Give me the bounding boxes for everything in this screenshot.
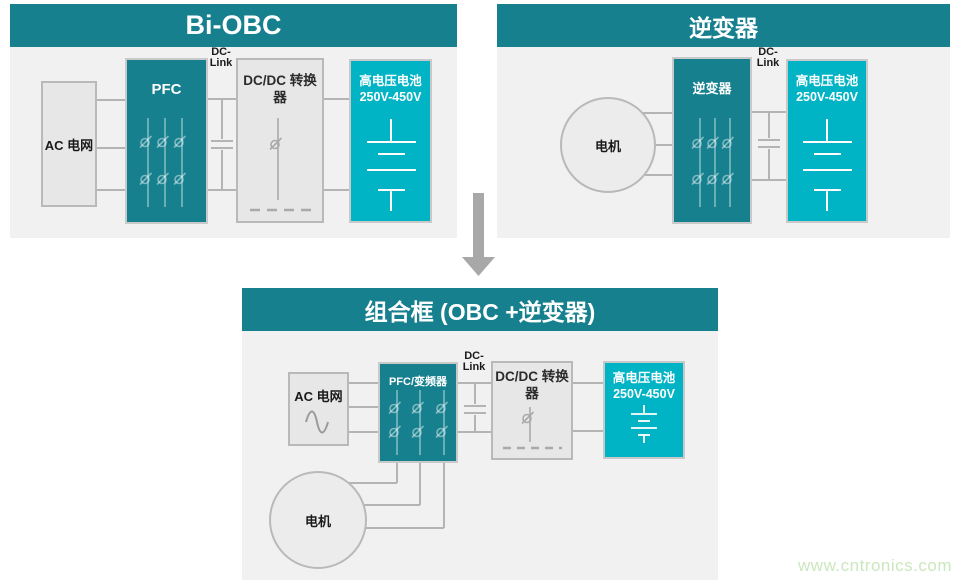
pfc-transistors-icon xyxy=(139,118,187,207)
battery-label: 高电压电池 250V-450V xyxy=(795,74,859,104)
motor-circle xyxy=(560,97,656,193)
inverter-transistors-icon xyxy=(691,118,735,207)
panel-inverter-body: 电机 逆变器 DC- Link 高电压电池 250V-450V xyxy=(497,47,950,238)
dcdc-switch-icon xyxy=(250,118,318,212)
ac-sine-icon xyxy=(305,410,329,434)
motor-label: 电机 xyxy=(304,513,331,529)
panel-bi-obc: Bi-OBC xyxy=(10,4,457,238)
panel-inverter-header: 逆变器 xyxy=(497,4,950,47)
panel-bi-obc-title: Bi-OBC xyxy=(185,10,282,40)
panel-bi-obc-body: AC 电网 PFC DC- Link DC/DC 转换 器 高电压电池 250V… xyxy=(10,47,457,238)
bi-obc-circuit-diagram xyxy=(41,58,432,224)
battery-cells-icon xyxy=(803,119,852,211)
battery-label: 高电压电池 250V-450V xyxy=(359,74,422,104)
combo-circuit-diagram xyxy=(269,361,685,569)
dc-link-capacitor-icon xyxy=(758,112,780,180)
inverter-circuit-diagram xyxy=(560,57,868,224)
dc-link-label: DC- Link xyxy=(462,350,486,373)
down-arrow-icon xyxy=(462,193,495,276)
dc-link-capacitor-icon xyxy=(211,99,233,190)
dc-link-capacitor-icon xyxy=(464,383,486,432)
panel-inverter-title: 逆变器 xyxy=(689,14,758,41)
motor-label: 电机 xyxy=(594,138,621,154)
pfc-label: PFC xyxy=(151,81,182,98)
panel-combo-body: AC 电网 PFC/变频器 DC- Link DC/DC 转换 器 高电压电池 … xyxy=(242,331,718,580)
dcdc-converter-label: DC/DC 转换 器 xyxy=(243,73,317,105)
merge-arrow xyxy=(458,190,500,285)
dcdc-converter-block xyxy=(491,361,573,460)
inverter-block xyxy=(672,57,752,224)
ac-grid-box xyxy=(41,81,97,207)
dcdc-switch-icon xyxy=(503,407,562,450)
motor-circle xyxy=(269,471,367,569)
panel-bi-obc-header: Bi-OBC xyxy=(10,4,457,47)
battery-cells-icon xyxy=(367,119,416,211)
bi-obc-wires xyxy=(96,98,350,191)
ac-grid-label: AC 电网 xyxy=(294,389,343,404)
watermark: www.cntronics.com xyxy=(798,556,952,575)
dc-link-label: DC- Link xyxy=(756,46,780,69)
dc-link-label: DC- Link xyxy=(209,46,233,69)
inverter-label: 逆变器 xyxy=(692,81,732,96)
battery-cells-icon xyxy=(631,405,657,443)
battery-label: 高电压电池 250V-450V xyxy=(612,371,676,401)
ac-grid-label: AC 电网 xyxy=(44,137,94,153)
pfc-inverter-label: PFC/变频器 xyxy=(388,376,448,388)
panel-combo-title: 组合框 (OBC +逆变器) xyxy=(364,298,596,325)
panel-inverter: 逆变器 xyxy=(497,4,950,238)
panel-combo: 组合框 (OBC +逆变器) xyxy=(242,288,718,580)
dcdc-converter-label: DC/DC 转换 器 xyxy=(495,369,569,401)
pfc-inverter-transistors-icon xyxy=(388,390,449,455)
panel-combo-header: 组合框 (OBC +逆变器) xyxy=(242,288,718,331)
ac-grid-box xyxy=(288,372,349,446)
